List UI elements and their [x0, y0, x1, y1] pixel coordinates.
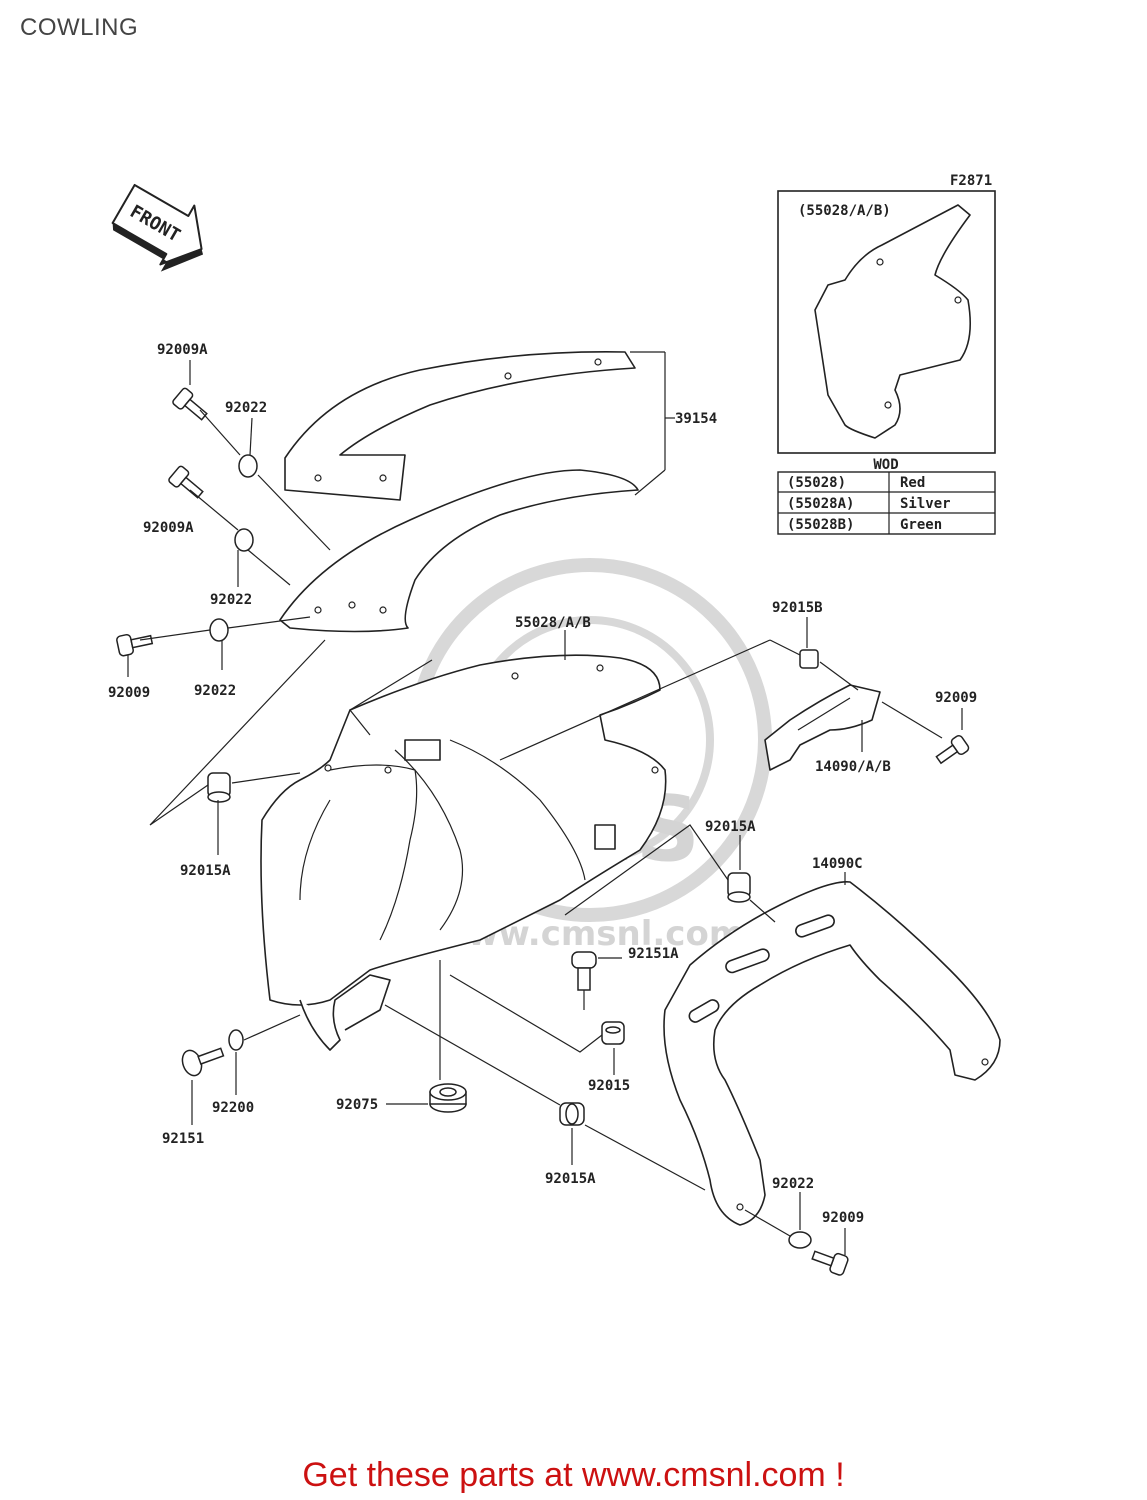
grommet-icon	[559, 1102, 585, 1126]
callout-label: 39154	[675, 411, 717, 427]
promo-link[interactable]: Get these parts at www.cmsnl.com !	[302, 1456, 845, 1494]
callout-label: 55028/A/B	[515, 615, 591, 631]
wod-row-part: (55028A)	[787, 496, 854, 512]
inset-panel: (55028/A/B)	[777, 190, 996, 454]
callout-label: 92151A	[628, 946, 679, 962]
callout-label: 14090C	[812, 856, 863, 872]
upper-cowl-panel	[279, 351, 666, 633]
washer-icon	[238, 454, 258, 478]
wod-table-header: WOD	[873, 457, 898, 473]
windshield-39154	[284, 351, 636, 501]
wod-table: WOD (55028) Red (55028A) Silver (55028B)…	[777, 457, 996, 535]
page-title: COWLING	[20, 14, 139, 41]
callout-label: 92015B	[772, 600, 823, 616]
callout-label: 92015	[588, 1078, 630, 1094]
callout-label: 92022	[225, 400, 267, 416]
callout-label: 92009	[108, 685, 150, 701]
callout-label: 92009	[935, 690, 977, 706]
callout-label: 92022	[194, 683, 236, 699]
bracket-14090	[764, 684, 881, 771]
bolt-icon	[935, 735, 970, 765]
callout-label: 92200	[212, 1100, 254, 1116]
wod-row-part: (55028)	[787, 475, 846, 491]
callout-label: 92009A	[143, 520, 194, 536]
callout-label: 92015A	[705, 819, 756, 835]
callout-label: 92015A	[545, 1171, 596, 1187]
callout-label: 92022	[772, 1176, 814, 1192]
rubber-damper-icon	[429, 1083, 467, 1113]
main-cowling-55028	[260, 654, 667, 1051]
grommet-icon	[601, 1021, 625, 1045]
callout-label: 92022	[210, 592, 252, 608]
figure-code: F2871	[950, 173, 992, 189]
leader-lines	[127, 352, 963, 1255]
callout-label: 14090/A/B	[815, 759, 891, 775]
inset-label: (55028/A/B)	[798, 203, 891, 219]
callout-label: 92151	[162, 1131, 204, 1147]
callout-label: 92075	[336, 1097, 378, 1113]
callout-labels: 92009A 92022 39154 92009A 92022 92009 92…	[108, 342, 977, 1226]
callout-label: 92009A	[157, 342, 208, 358]
clip-icon	[799, 649, 819, 669]
washer-icon	[788, 1231, 812, 1249]
screw-icon	[571, 951, 597, 991]
wod-row-part: (55028B)	[787, 517, 854, 533]
grommet-icon	[727, 872, 751, 903]
front-arrow-icon: FRONT	[111, 183, 204, 272]
grommet-icon	[207, 772, 231, 803]
washer-icon	[228, 1029, 244, 1051]
washer-icon	[234, 528, 254, 552]
hardware	[116, 387, 970, 1276]
bolt-icon	[172, 387, 208, 421]
bolt-icon	[811, 1250, 849, 1276]
callout-label: 92009	[822, 1210, 864, 1226]
callout-label: 92015A	[180, 863, 231, 879]
side-frame-14090c	[663, 881, 1001, 1226]
washer-icon	[209, 618, 229, 642]
bolt-icon	[181, 1047, 225, 1077]
wod-row-color: Green	[900, 517, 942, 533]
bolt-icon	[116, 633, 154, 657]
wod-row-color: Red	[900, 475, 925, 491]
wod-row-color: Silver	[900, 496, 951, 512]
bolt-icon	[168, 465, 204, 499]
